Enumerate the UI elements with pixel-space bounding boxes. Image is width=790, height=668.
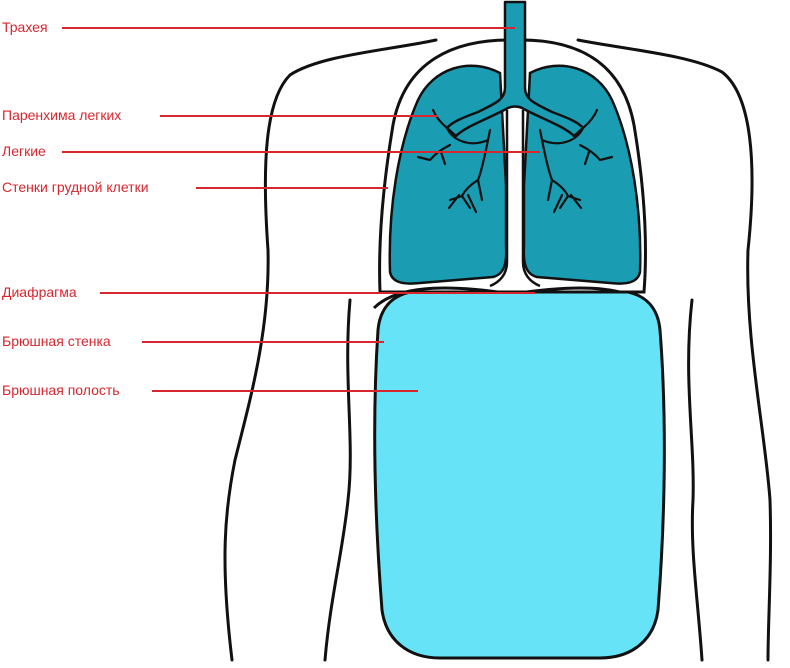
label-abdominal-cavity: Брюшная полость bbox=[2, 382, 122, 398]
mediastinum bbox=[489, 110, 541, 288]
body-outline bbox=[223, 38, 773, 662]
annotation-lines bbox=[62, 27, 540, 392]
left-torso-side-outline bbox=[323, 298, 352, 662]
label-lungs: Легкие bbox=[2, 143, 48, 159]
label-lung-parenchyma: Паренхима легких bbox=[2, 107, 124, 123]
label-diaphragm: Диафрагма bbox=[2, 284, 79, 300]
label-chest-wall: Стенки грудной клетки bbox=[2, 179, 151, 195]
abdominal-cavity bbox=[373, 290, 666, 660]
label-trachea: Трахея bbox=[2, 19, 50, 35]
bronchi bbox=[416, 108, 614, 214]
label-abdominal-wall: Брюшная стенка bbox=[2, 333, 113, 349]
right-shoulder-arm-outline bbox=[576, 38, 773, 662]
left-shoulder-arm-outline bbox=[223, 38, 438, 662]
right-torso-side-outline bbox=[687, 298, 704, 662]
trachea bbox=[445, 0, 585, 138]
